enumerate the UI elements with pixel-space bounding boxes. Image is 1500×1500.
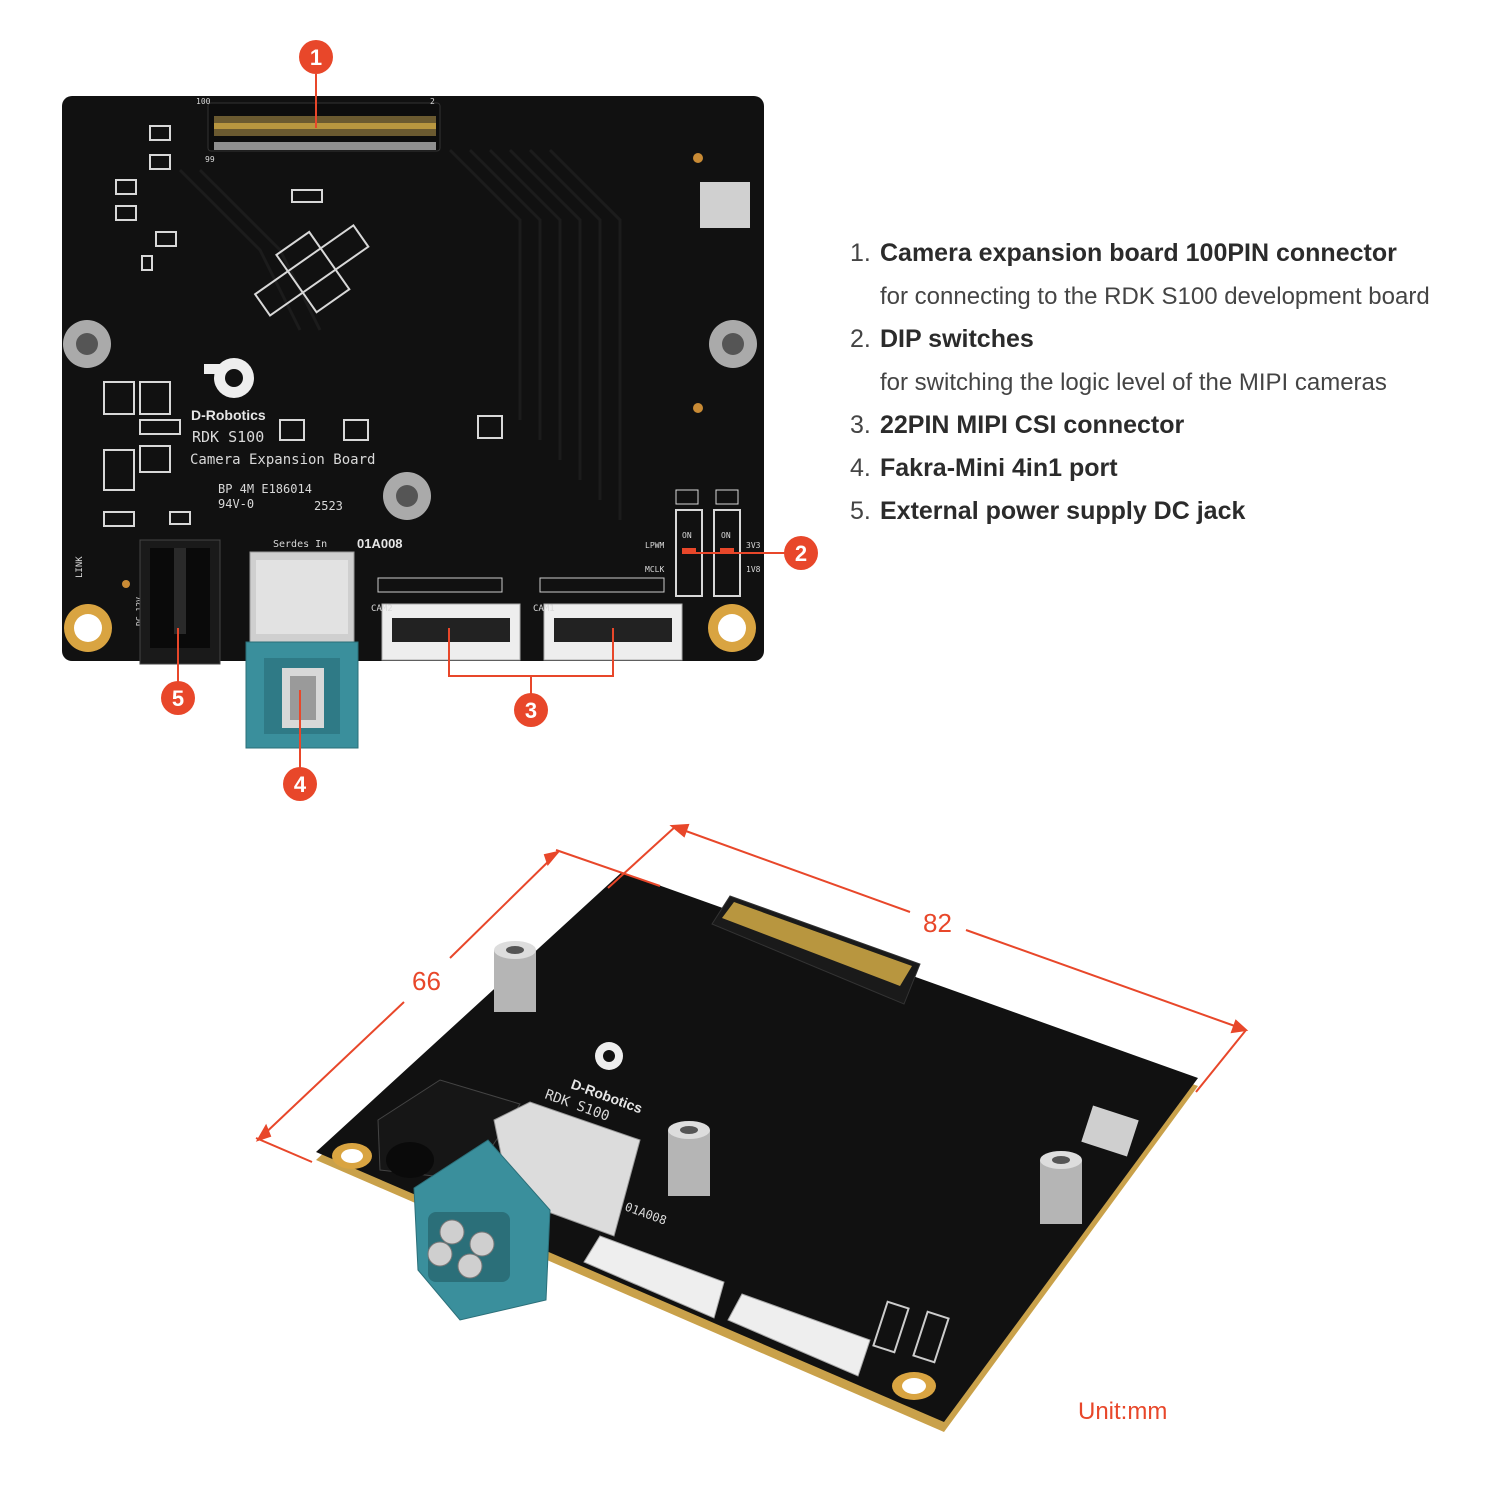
pin-2-label: 2 <box>430 97 435 106</box>
dip-on-2: ON <box>721 531 731 540</box>
legend-title: Camera expansion board 100PIN connector <box>880 239 1397 267</box>
v18-silkscreen: 1V8 <box>746 565 761 574</box>
callout-5: 5 <box>161 681 195 715</box>
via <box>122 580 130 588</box>
legend-title: Fakra-Mini 4in1 port <box>880 454 1118 482</box>
pcb-top <box>62 96 764 661</box>
legend-item-3: 3. 22PIN MIPI CSI connector <box>850 404 1490 447</box>
dimension-lines <box>255 823 1249 1163</box>
serdes-silkscreen: Serdes In <box>273 539 327 550</box>
legend-item-1: 1. Camera expansion board 100PIN connecto… <box>850 232 1490 318</box>
callout-lines <box>177 74 786 768</box>
d-robotics-logo <box>204 358 254 398</box>
pin-99-label: 99 <box>205 155 215 164</box>
depth-dimension: 66 <box>412 966 441 996</box>
fakra-pins-3d <box>427 1219 495 1279</box>
cam2-silkscreen: CAM2 <box>371 604 393 614</box>
csi-3d-1 <box>583 1235 725 1319</box>
mclk-silkscreen: MCLK <box>645 565 664 574</box>
svg-text:4: 4 <box>294 772 307 797</box>
dip-3d <box>912 1310 950 1364</box>
dc-jack <box>139 539 221 665</box>
fakra-port <box>245 551 359 749</box>
svg-text:3: 3 <box>525 698 537 723</box>
date-silkscreen: 2523 <box>314 499 343 513</box>
feature-legend: 1. Camera expansion board 100PIN connecto… <box>850 232 1490 533</box>
callout-4: 4 <box>283 767 317 801</box>
standoffs <box>494 941 1082 1224</box>
callout-2: 2 <box>784 536 818 570</box>
dip-on-1: ON <box>682 531 692 540</box>
svg-text:5: 5 <box>172 686 184 711</box>
code-silkscreen: 01A008 <box>357 536 403 551</box>
cam1-silkscreen: CAM1 <box>533 604 555 614</box>
label-sticker <box>700 182 750 228</box>
board-3d: D-Robotics RDK S100 01A008 <box>316 872 1198 1432</box>
name-silkscreen: Camera Expansion Board <box>190 452 375 468</box>
legend-description: for connecting to the RDK S100 developme… <box>880 283 1430 310</box>
rating-silkscreen: 94V-0 <box>218 497 254 511</box>
smd-components <box>103 125 503 527</box>
callout-3: 3 <box>514 693 548 727</box>
callout-1: 1 <box>299 40 333 74</box>
legend-number: 2. <box>850 325 871 353</box>
legend-title: External power supply DC jack <box>880 497 1246 525</box>
pcb-3d-top <box>316 872 1198 1422</box>
legend-number: 1. <box>850 239 871 267</box>
brand-silkscreen: D-Robotics <box>191 407 266 423</box>
csi-connectors <box>377 577 683 661</box>
top-board: 100 99 2 <box>62 96 764 749</box>
label-sticker-3d <box>1081 1105 1139 1157</box>
legend-number: 5. <box>850 497 871 525</box>
link-silkscreen: LINK <box>75 556 85 578</box>
cert-silkscreen: BP 4M E186014 <box>218 482 312 496</box>
legend-number: 3. <box>850 411 871 439</box>
csi-3d-2 <box>727 1293 871 1377</box>
mounting-holes <box>63 320 757 652</box>
legend-item-4: 4. Fakra-Mini 4in1 port <box>850 447 1490 490</box>
width-dimension: 82 <box>923 908 952 938</box>
v33-silkscreen: 3V3 <box>746 541 761 550</box>
callouts: 1 2 3 4 5 <box>161 40 818 801</box>
100pin-connector <box>207 102 441 152</box>
legend-title: 22PIN MIPI CSI connector <box>880 411 1185 439</box>
model-silkscreen: RDK S100 <box>192 428 264 446</box>
svg-text:1: 1 <box>310 45 322 70</box>
legend-item-2: 2. DIP switches for switching the logic l… <box>850 318 1490 404</box>
pin-100-label: 100 <box>196 97 211 106</box>
legend-number: 4. <box>850 454 871 482</box>
legend-description: for switching the logic level of the MIP… <box>880 369 1387 396</box>
unit-label: Unit:mm <box>1078 1398 1168 1425</box>
via <box>693 153 703 163</box>
legend-item-5: 5. External power supply DC jack <box>850 490 1490 533</box>
dip-3d <box>872 1300 910 1354</box>
svg-text:2: 2 <box>795 541 807 566</box>
legend-title: DIP switches <box>880 325 1034 353</box>
chip-cluster <box>253 224 370 317</box>
via <box>693 403 703 413</box>
lpwm-silkscreen: LPWM <box>645 541 664 550</box>
